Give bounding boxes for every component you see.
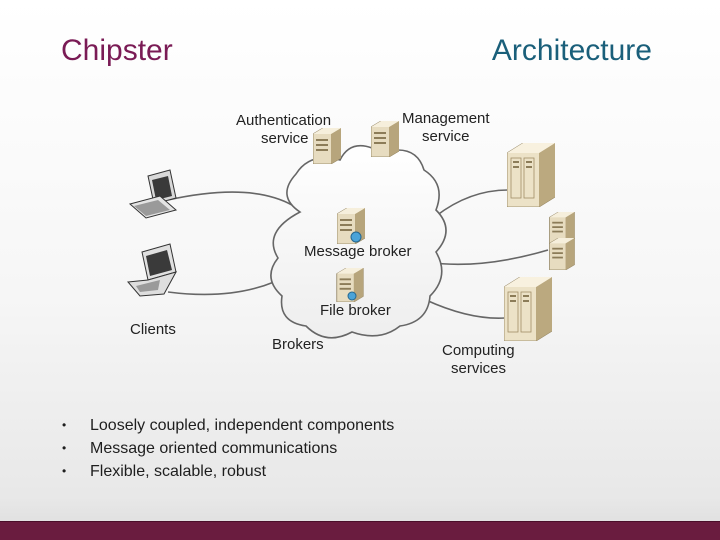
bullet-dot-icon: • <box>62 441 67 455</box>
line-server-top <box>435 189 509 217</box>
desktop-computer-icon <box>128 169 178 219</box>
message-broker-disk-icon <box>350 231 362 243</box>
laptop-icon <box>126 243 178 297</box>
auth-service-label-1: Authentication <box>236 112 331 129</box>
line-server-mid <box>425 249 549 266</box>
message-broker-label: Message broker <box>304 243 412 260</box>
management-service-label-2: service <box>422 128 470 145</box>
bullet-item: • Message oriented communications <box>62 437 394 460</box>
bullet-text: Flexible, scalable, robust <box>90 463 267 480</box>
computing-rack-lower-icon <box>549 238 575 270</box>
computing-services-label-2: services <box>451 360 506 377</box>
bullet-text: Message oriented communications <box>90 440 338 457</box>
bullet-text: Loosely coupled, independent components <box>90 417 395 434</box>
line-laptop <box>167 281 275 296</box>
file-broker-disk-icon <box>347 291 357 301</box>
auth-service-label-2: service <box>261 130 309 147</box>
line-server-bottom <box>425 299 506 319</box>
bullet-list: • Loosely coupled, independent components… <box>62 414 394 483</box>
computing-server-top-icon <box>507 143 555 207</box>
bullet-item: • Loosely coupled, independent components <box>62 414 394 437</box>
brokers-label: Brokers <box>272 336 324 353</box>
computing-services-label-1: Computing <box>442 342 515 359</box>
footer-bar <box>0 521 720 540</box>
slide-title-right: Architecture <box>491 34 652 67</box>
management-server-icon <box>371 121 399 157</box>
clients-label: Clients <box>130 321 176 338</box>
file-broker-label: File broker <box>320 302 391 319</box>
management-service-label-1: Management <box>402 110 490 127</box>
auth-server-icon <box>313 128 341 164</box>
slide-title-left: Chipster <box>61 34 173 67</box>
computing-server-bottom-icon <box>504 277 552 341</box>
bullet-dot-icon: • <box>62 464 67 478</box>
bullet-item: • Flexible, scalable, robust <box>62 460 394 483</box>
bullet-dot-icon: • <box>62 418 67 432</box>
line-desktop <box>167 191 293 206</box>
